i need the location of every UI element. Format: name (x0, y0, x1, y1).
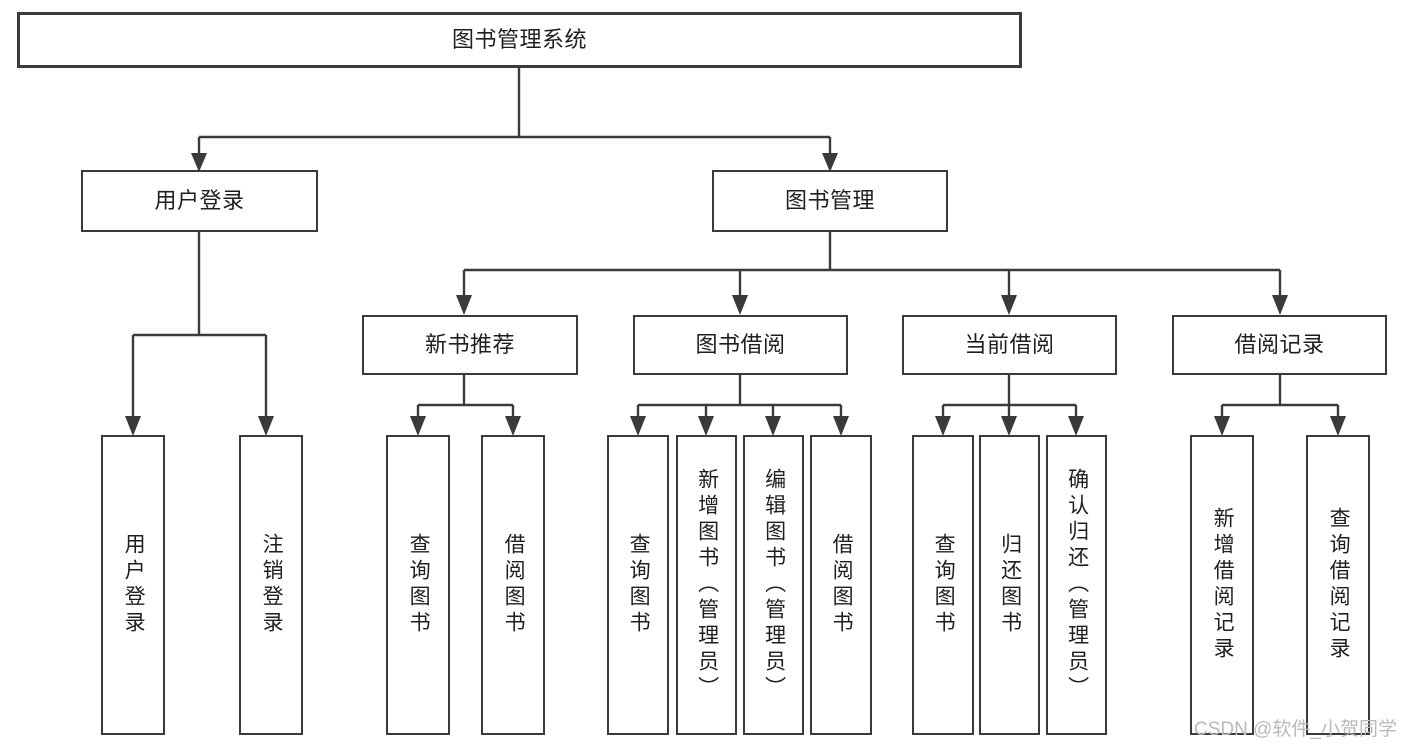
leaf-return-book[interactable]: 归还图书 (979, 435, 1040, 735)
node-label: 确认归还（管理员） (1065, 468, 1089, 702)
node-label: 借阅图书 (502, 533, 526, 637)
leaf-query-book-current[interactable]: 查询图书 (912, 435, 974, 735)
node-label: 归还图书 (998, 533, 1022, 637)
leaf-add-borrow-record[interactable]: 新增借阅记录 (1190, 435, 1254, 735)
leaf-query-book-recommend[interactable]: 查询图书 (386, 435, 450, 735)
node-borrow-record[interactable]: 借阅记录 (1172, 315, 1387, 375)
leaf-user-login[interactable]: 用户登录 (101, 435, 165, 735)
node-label: 查询图书 (932, 533, 956, 637)
node-label: 图书管理 (784, 188, 875, 214)
node-label: 借阅记录 (1234, 332, 1325, 358)
node-label: 用户登录 (154, 188, 245, 214)
leaf-logout-login[interactable]: 注销登录 (239, 435, 303, 735)
node-user-login[interactable]: 用户登录 (81, 170, 318, 232)
node-label: 借阅图书 (830, 533, 854, 637)
node-root-book-management-system[interactable]: 图书管理系统 (17, 12, 1022, 68)
node-label: 图书借阅 (695, 332, 786, 358)
node-book-borrow[interactable]: 图书借阅 (633, 315, 848, 375)
node-label: 新增图书（管理员） (695, 468, 719, 702)
leaf-add-book-admin[interactable]: 新增图书（管理员） (676, 435, 737, 735)
leaf-edit-book-admin[interactable]: 编辑图书（管理员） (743, 435, 804, 735)
node-label: 注销登录 (260, 533, 284, 637)
leaf-query-book-borrow[interactable]: 查询图书 (607, 435, 669, 735)
leaf-query-borrow-record[interactable]: 查询借阅记录 (1306, 435, 1370, 735)
leaf-confirm-return-admin[interactable]: 确认归还（管理员） (1046, 435, 1107, 735)
node-new-book-recommend[interactable]: 新书推荐 (362, 315, 578, 375)
node-label: 查询图书 (407, 533, 431, 637)
node-label: 新增借阅记录 (1211, 507, 1235, 663)
leaf-borrow-book-recommend[interactable]: 借阅图书 (481, 435, 545, 735)
node-label: 编辑图书（管理员） (762, 468, 786, 702)
node-book-management[interactable]: 图书管理 (712, 170, 948, 232)
leaf-borrow-book[interactable]: 借阅图书 (810, 435, 872, 735)
node-current-borrow[interactable]: 当前借阅 (902, 315, 1117, 375)
watermark-text: CSDN @软件_小贺同学 (1194, 719, 1397, 740)
node-label: 查询借阅记录 (1327, 507, 1351, 663)
node-label: 查询图书 (627, 533, 651, 637)
node-label: 新书推荐 (424, 332, 515, 358)
node-label: 当前借阅 (964, 332, 1055, 358)
node-label: 图书管理系统 (451, 27, 587, 53)
node-label: 用户登录 (122, 533, 146, 637)
